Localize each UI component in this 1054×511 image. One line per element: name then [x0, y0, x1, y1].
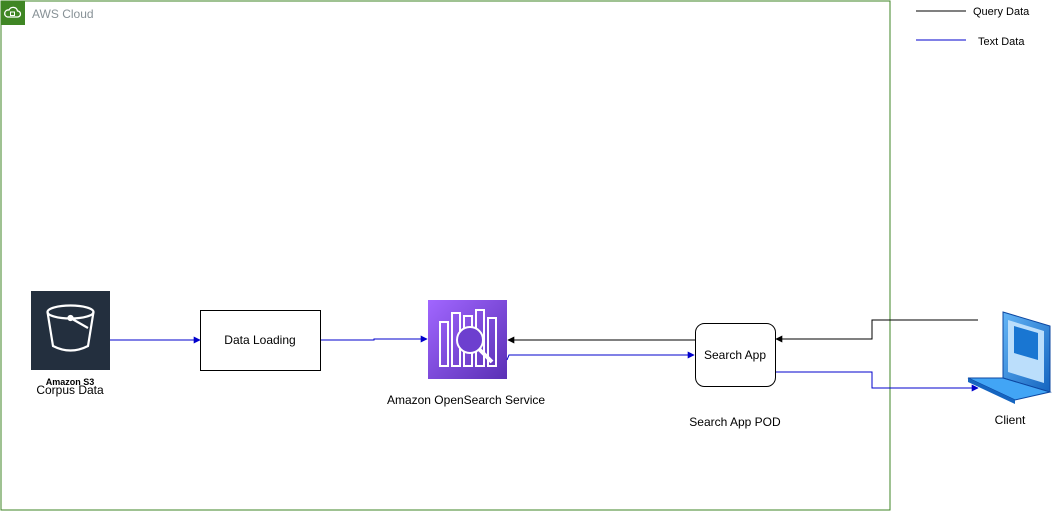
corpus-data-label: Corpus Data	[36, 383, 104, 397]
search-app-box	[695, 323, 776, 387]
legend-query-label: Query Data	[973, 6, 1030, 18]
data-loading-label: Data Loading	[224, 333, 295, 347]
amazon-s3-node: Amazon S3 Corpus Data	[31, 291, 110, 397]
edge-opensearch-to-searchapp	[506, 351, 695, 361]
legend-text-label: Text Data	[978, 36, 1025, 48]
search-app-node: Search App Search App POD	[689, 323, 781, 429]
aws-cloud-label: AWS Cloud	[32, 7, 94, 21]
amazon-s3-label: Amazon S3	[46, 377, 95, 387]
legend: Query Data Text Data	[916, 6, 1030, 48]
aws-cloud-group: AWS Cloud	[0, 0, 891, 511]
amazon-s3-bucket-icon	[31, 291, 110, 370]
client-node: Client	[967, 311, 1052, 427]
opensearch-label: Amazon OpenSearch Service	[387, 393, 545, 407]
aws-cloud-border	[0, 0, 891, 511]
search-app-label: Search App	[704, 348, 766, 362]
edge-client-to-searchapp	[775, 319, 978, 343]
laptop-icon	[967, 311, 1052, 404]
edge-searchapp-to-client	[776, 371, 979, 392]
opensearch-node: Amazon OpenSearch Service	[387, 300, 545, 407]
edge-loading-to-opensearch	[321, 335, 428, 343]
data-loading-node: Data Loading	[200, 310, 321, 371]
search-app-pod-label: Search App POD	[689, 415, 781, 429]
client-label: Client	[995, 413, 1026, 427]
connectors	[110, 319, 979, 392]
